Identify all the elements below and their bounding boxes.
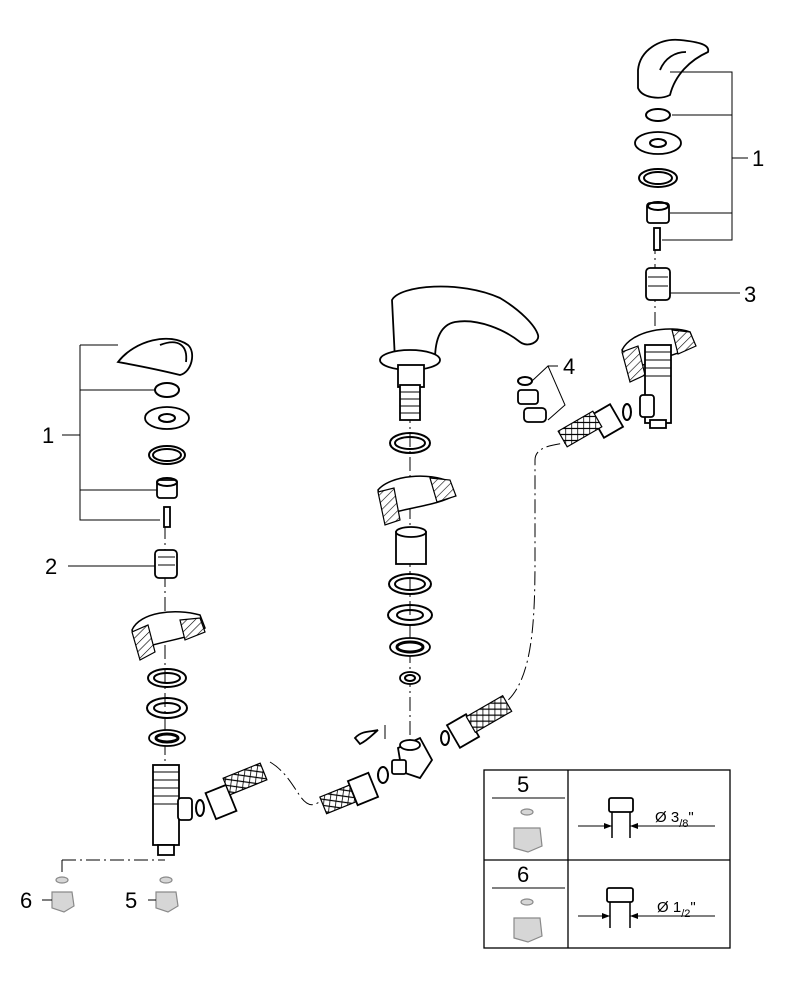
right-gasket	[638, 168, 678, 188]
tee-connector	[353, 725, 450, 780]
left-screw	[163, 506, 171, 528]
left-valve-assembly	[116, 337, 206, 856]
table-row1-number: 5	[517, 772, 529, 797]
left-washer-2	[146, 697, 188, 719]
right-lever-handle	[637, 38, 710, 99]
spout-assembly	[377, 285, 540, 685]
spout-small-ring	[399, 671, 421, 685]
right-callout-3: 3	[670, 282, 756, 307]
right-callout-1: 1	[662, 71, 764, 241]
right-hose	[557, 403, 625, 448]
callout-3: 3	[744, 282, 756, 307]
callout-2: 2	[45, 554, 57, 579]
nut-6-group: 6	[20, 876, 75, 913]
left-hose	[195, 762, 389, 821]
spout	[391, 285, 540, 361]
left-cartridge	[154, 549, 178, 579]
left-washer-1	[147, 668, 187, 688]
spout-washer-1	[388, 573, 432, 595]
retaining-clip	[353, 729, 379, 746]
left-nut	[148, 729, 186, 747]
table-row2-number: 6	[517, 862, 529, 887]
left-o-ring	[154, 382, 180, 398]
right-o-ring	[645, 108, 671, 122]
left-gasket	[148, 445, 186, 465]
table-row2-dimension: Ø 1/2"	[657, 899, 696, 920]
left-callout-1: 1	[42, 344, 160, 521]
spout-gasket	[389, 432, 431, 454]
right-escutcheon	[634, 131, 682, 155]
callout-4: 4	[563, 354, 575, 379]
right-valve-assembly	[621, 38, 710, 429]
center-hose	[445, 694, 513, 749]
left-callout-2: 2	[45, 554, 155, 579]
callout-1-right: 1	[752, 146, 764, 171]
left-adapter	[156, 479, 178, 499]
callout-1-left: 1	[42, 423, 54, 448]
connection-size-table: 5 Ø 3/8" 6 Ø 1/2"	[483, 769, 731, 949]
aerator-set: 4	[517, 354, 575, 423]
callout-6: 6	[20, 888, 32, 913]
right-cartridge	[645, 267, 671, 301]
left-escutcheon	[144, 406, 190, 430]
right-adapter	[646, 202, 670, 224]
nut-5-group: 5	[125, 876, 179, 913]
spout-shank	[399, 384, 421, 421]
right-screw	[653, 227, 661, 251]
callout-5: 5	[125, 888, 137, 913]
left-valve-body	[152, 764, 180, 846]
table-row1-dimension: Ø 3/8"	[655, 809, 694, 830]
spout-washer-2	[387, 604, 433, 626]
